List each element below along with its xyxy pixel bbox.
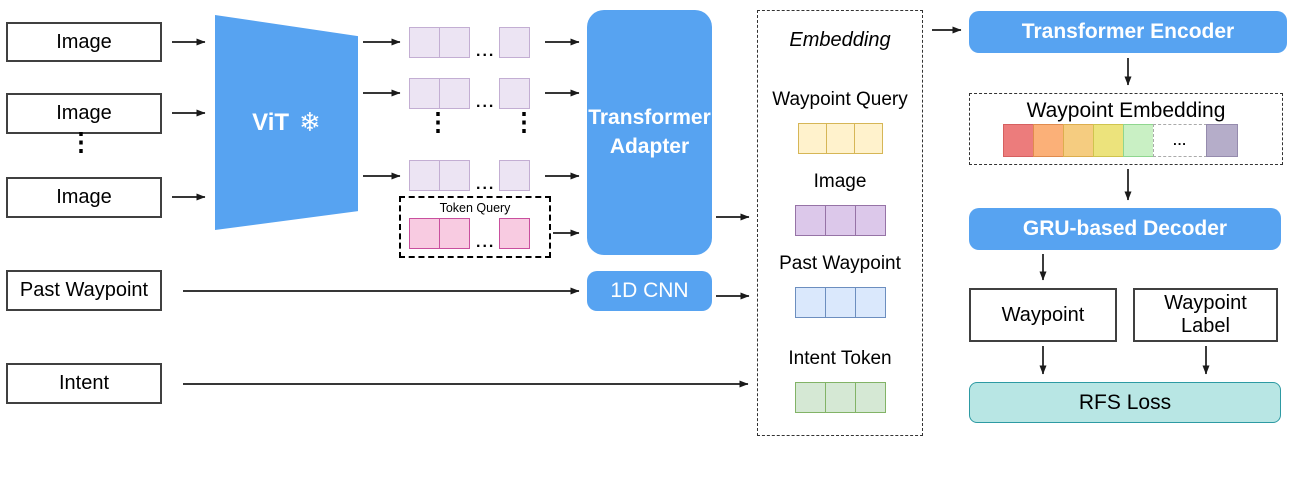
ellipsis: ... <box>476 234 496 251</box>
token-cell <box>409 27 440 58</box>
token-cell <box>439 27 470 58</box>
1d-cnn-label: 1D CNN <box>610 279 689 302</box>
gru-decoder-label: GRU-based Decoder <box>1022 217 1228 240</box>
intent-token-row <box>795 382 886 413</box>
waypoint-embedding-panel: Waypoint Embedding ... <box>969 93 1283 165</box>
vit-token-row-1: ... <box>409 27 531 60</box>
past-waypoint-token-row <box>795 287 886 318</box>
embedding-panel: Embedding Waypoint Query Image Past Wayp… <box>757 10 923 436</box>
vertical-ellipsis-tokens-left: ⋮ <box>425 108 451 136</box>
token-cell <box>409 78 440 109</box>
token-cell <box>439 160 470 191</box>
token-cell <box>499 27 531 58</box>
token-cell <box>499 218 531 249</box>
intent-input-label: Intent <box>58 372 110 394</box>
token-cell <box>499 160 531 191</box>
past-waypoint-input-box: Past Waypoint <box>6 270 162 311</box>
waypoint-output-box: Waypoint <box>969 288 1117 342</box>
intent-input-box: Intent <box>6 363 162 404</box>
token-cell <box>409 160 440 191</box>
token-cell <box>1033 124 1064 157</box>
image-input-box-3: Image <box>6 177 162 218</box>
vit-token-row-3: ... <box>409 160 531 193</box>
vit-token-row-2: ... <box>409 78 531 111</box>
image-input-label: Image <box>56 186 112 208</box>
gru-decoder-block: GRU-based Decoder <box>969 208 1281 250</box>
token-cell <box>1206 124 1238 157</box>
token-cell: ... <box>1153 124 1207 157</box>
past-waypoint-embedding-label: Past Waypoint <box>779 253 901 274</box>
ellipsis: ... <box>476 176 496 193</box>
image-token-row <box>795 205 886 236</box>
waypoint-query-label: Waypoint Query <box>772 89 908 110</box>
image-input-label: Image <box>56 102 112 124</box>
waypoint-embedding-row: ... <box>1003 124 1238 157</box>
transformer-adapter-label-line1: Transformer <box>588 106 711 130</box>
token-cell <box>1003 124 1034 157</box>
1d-cnn-block: 1D CNN <box>587 271 712 311</box>
image-input-box-2: Image <box>6 93 162 134</box>
token-cell <box>825 287 856 318</box>
token-cell <box>855 287 886 318</box>
token-cell <box>854 123 883 154</box>
image-embedding-label: Image <box>813 171 867 192</box>
transformer-adapter-block: Transformer Adapter <box>587 10 712 255</box>
vit-block: ViT ❄ <box>215 15 358 230</box>
token-cell <box>1123 124 1154 157</box>
token-cell <box>499 78 531 109</box>
waypoint-query-token-row <box>798 123 883 154</box>
snowflake-frozen-icon: ❄ <box>299 107 321 137</box>
token-query-box: Token Query <box>399 196 551 258</box>
image-input-box-1: Image <box>6 22 162 62</box>
vertical-ellipsis-inputs: ⋮ <box>68 128 94 156</box>
token-cell <box>439 218 470 249</box>
token-cell <box>1063 124 1094 157</box>
transformer-encoder-label: Transformer Encoder <box>1021 20 1235 43</box>
rfs-loss-label: RFS Loss <box>1078 390 1172 414</box>
token-cell <box>825 205 856 236</box>
token-cell <box>1093 124 1124 157</box>
token-cell <box>855 382 886 413</box>
token-cell <box>798 123 827 154</box>
token-cell <box>855 205 886 236</box>
token-cell <box>409 218 440 249</box>
rfs-loss-block: RFS Loss <box>969 382 1281 423</box>
ellipsis: ... <box>476 94 496 111</box>
image-input-label: Image <box>56 30 112 53</box>
transformer-encoder-block: Transformer Encoder <box>969 11 1287 53</box>
intent-token-label: Intent Token <box>788 348 892 369</box>
token-cell <box>795 287 826 318</box>
waypoint-label-output-label: Waypoint Label <box>1164 292 1247 337</box>
vit-label: ViT <box>252 108 290 136</box>
token-cell <box>795 382 826 413</box>
waypoint-output-label: Waypoint <box>1001 303 1085 326</box>
waypoint-label-output-box: Waypoint Label <box>1133 288 1278 342</box>
token-cell <box>825 382 856 413</box>
vertical-ellipsis-tokens-right: ⋮ <box>511 108 537 136</box>
waypoint-embedding-title: Waypoint Embedding <box>1026 99 1226 122</box>
token-cell <box>795 205 826 236</box>
token-cell <box>826 123 855 154</box>
past-waypoint-input-label: Past Waypoint <box>19 279 149 301</box>
token-query-label: Token Query <box>439 201 511 215</box>
token-cell <box>439 78 470 109</box>
ellipsis: ... <box>476 43 496 60</box>
embedding-panel-title: Embedding <box>789 29 891 51</box>
transformer-adapter-label-line2: Adapter <box>609 134 690 158</box>
token-query-row: ... <box>409 218 531 251</box>
